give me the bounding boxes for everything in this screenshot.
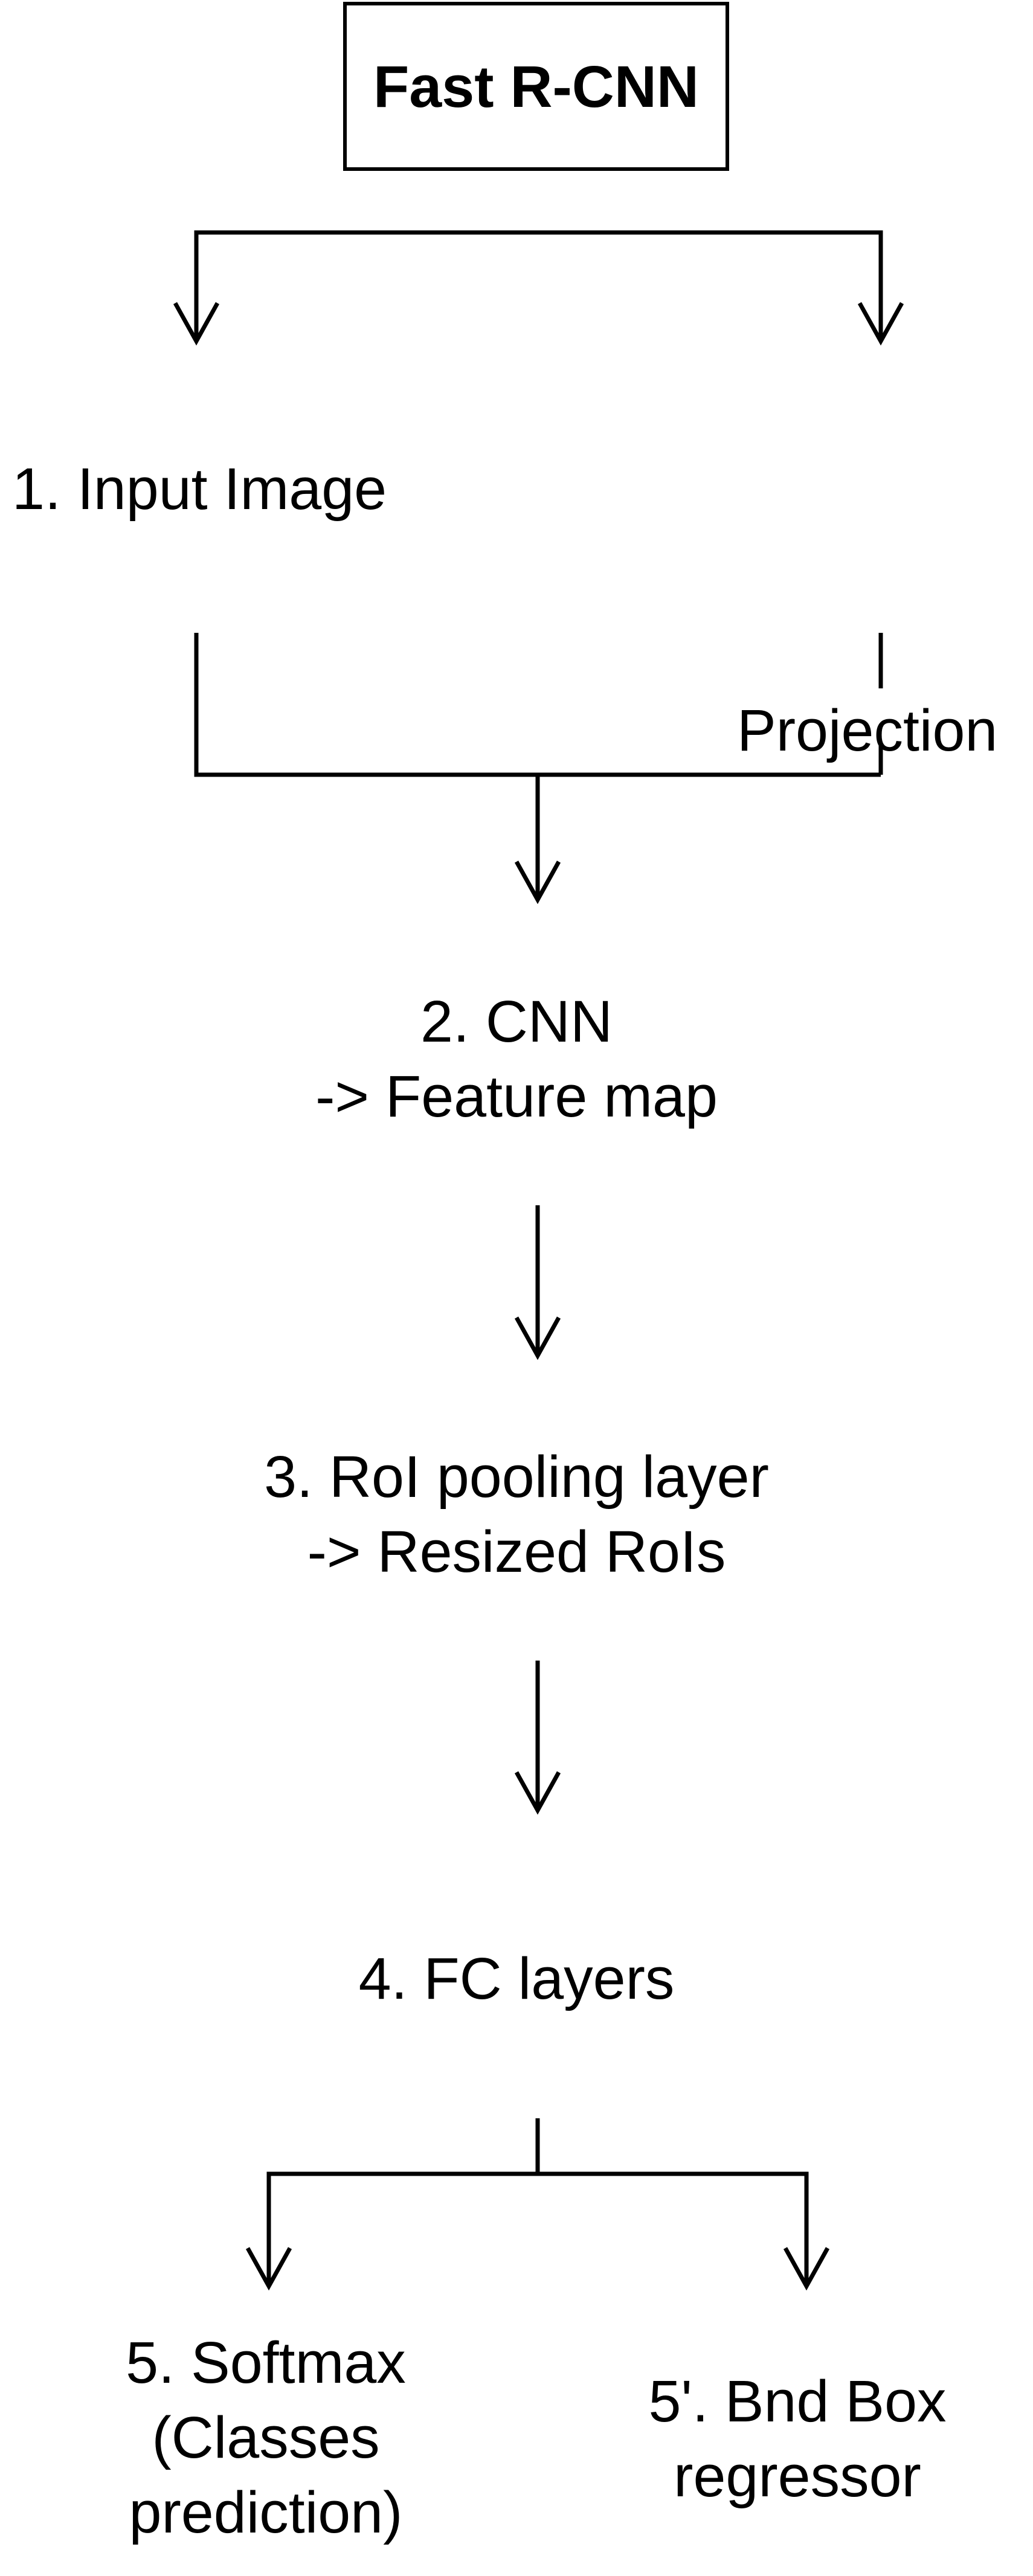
node-roi-line2: -> Resized RoIs — [307, 1519, 726, 1584]
connector-split-bar — [266, 2171, 809, 2286]
node-softmax-line3: prediction) — [129, 2479, 403, 2545]
node-input-image-label: 1. Input Image — [12, 456, 387, 522]
node-cnn-line2: -> Feature map — [315, 1063, 718, 1129]
node-fc-label: 4. FC layers — [358, 1946, 675, 2011]
diagram-title: Fast R-CNN — [373, 53, 699, 120]
projection-label: Projection — [737, 697, 998, 763]
node-roi-line1: 3. RoI pooling layer — [264, 1444, 769, 1510]
node-softmax-line1: 5. Softmax — [126, 2330, 406, 2395]
node-softmax-line2: (Classes — [152, 2405, 380, 2470]
label-projection: Projection — [737, 693, 1033, 768]
node-cnn: 2. CNN -> Feature map — [214, 984, 819, 1134]
node-bnd-box-regressor: 5'. Bnd Box regressor — [580, 2364, 1015, 2514]
arrowhead-softmax — [245, 2247, 292, 2291]
arrowhead-cnn — [514, 860, 561, 905]
title-box: Fast R-CNN — [343, 2, 729, 171]
node-input-image: 1. Input Image — [0, 452, 435, 527]
connector-title-fork — [194, 230, 883, 341]
node-fc-layers: 4. FC layers — [275, 1941, 758, 2016]
arrowhead-roi — [514, 1316, 561, 1360]
node-bndbox-line1: 5'. Bnd Box — [648, 2368, 947, 2434]
node-softmax: 5. Softmax (Classes prediction) — [48, 2325, 483, 2550]
node-roi-pooling: 3. RoI pooling layer -> Resized RoIs — [184, 1440, 849, 1589]
node-bndbox-line2: regressor — [674, 2443, 921, 2509]
arrowhead-input-left — [173, 302, 220, 346]
arrowhead-fc — [514, 1771, 561, 1815]
arrowhead-input-right — [857, 302, 904, 346]
arrowhead-bndbox — [783, 2247, 830, 2291]
node-cnn-line1: 2. CNN — [420, 988, 613, 1054]
connector-input-left — [194, 633, 881, 777]
